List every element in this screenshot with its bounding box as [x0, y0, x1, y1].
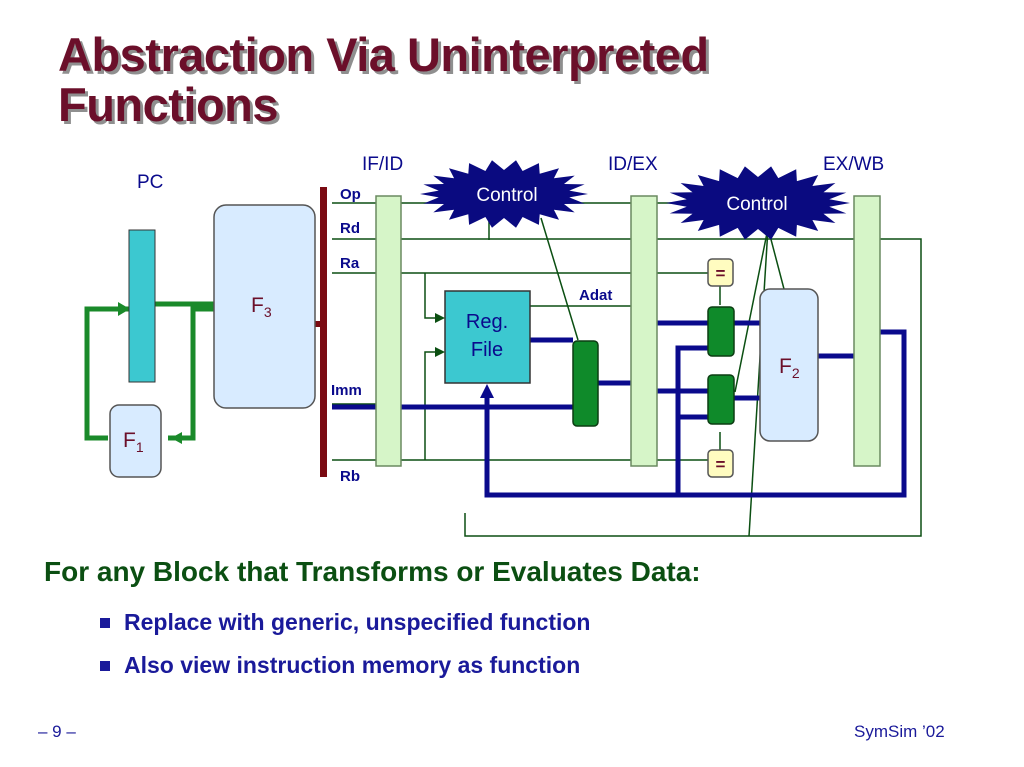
f2-label: F2: [779, 355, 800, 381]
control-label-1: Control: [476, 185, 537, 206]
regfile-ra-arrowhead: [435, 313, 445, 323]
eq-comparator-bottom: [707, 449, 734, 478]
f3-to-f1: [168, 306, 215, 441]
bullet-text: Also view instruction memory as function: [124, 652, 581, 678]
f3-label-base: F: [251, 294, 264, 317]
section-subheading: For any Block that Transforms or Evaluat…: [44, 556, 701, 587]
page-number: – 9 –: [38, 722, 76, 741]
instruction-bus: [320, 187, 327, 477]
eq-label-bottom: =: [716, 455, 726, 474]
mux-forward-a: [707, 306, 735, 357]
pc-register: [128, 229, 156, 383]
adat-label: Adat: [579, 287, 612, 304]
control2-wire-b: [734, 227, 769, 393]
f1-label: F1: [123, 429, 144, 455]
register-file: [444, 290, 531, 384]
stage-label-exwb: EX/WB: [823, 154, 884, 175]
rd-wire: [332, 238, 922, 537]
f2-label-base: F: [779, 355, 792, 378]
square-bullet-icon: [100, 617, 110, 628]
mux-regfile: [572, 340, 599, 427]
stage-label-ifid: IF/ID: [362, 154, 403, 175]
regfile-rb-arrowhead: [435, 347, 445, 357]
eq-label-top: =: [716, 264, 726, 283]
pc-to-f1: [84, 306, 129, 441]
bullet-item: Replace with generic, unspecified functi…: [100, 601, 590, 644]
exwb-register: [853, 195, 881, 467]
writeback-bus: [484, 329, 907, 498]
ra-to-regfile: [424, 273, 440, 319]
pc-input-arrowhead: [118, 302, 130, 316]
bullet-item: Also view instruction memory as function: [100, 644, 590, 687]
data-buses: [332, 320, 907, 498]
control-label-2: Control: [726, 194, 787, 215]
regfile-label-line2: File: [471, 339, 503, 361]
field-label-rd: Rd: [340, 220, 360, 237]
f1-label-sub: 1: [136, 439, 144, 455]
writeback-arrowhead: [480, 384, 494, 398]
field-label-ra: Ra: [340, 255, 360, 272]
title-line-2: Functions: [58, 78, 279, 131]
f2-label-sub: 2: [792, 365, 800, 381]
square-bullet-icon: [100, 660, 110, 671]
field-label-rb: Rb: [340, 468, 360, 485]
ifid-register: [375, 195, 402, 467]
pc-label: PC: [137, 172, 163, 193]
footer-credit: SymSim ’02: [854, 722, 945, 741]
bullet-list: Replace with generic, unspecified functi…: [100, 601, 590, 687]
stage-label-idex: ID/EX: [608, 154, 658, 175]
control2-wire-a: [748, 227, 769, 537]
field-label-imm: Imm: [331, 382, 362, 399]
f1-box: [109, 404, 162, 478]
pc-loop-arrowhead: [171, 432, 182, 444]
control-starburst-1: [420, 160, 588, 228]
mux-forward-b: [707, 374, 735, 425]
control1-wire-a: [540, 217, 579, 341]
eq-comparator-top: [707, 258, 734, 287]
title-line-1: Abstraction Via Uninterpreted: [58, 28, 709, 81]
field-label-op: Op: [340, 186, 361, 203]
forward-a: [675, 345, 708, 495]
idex-register: [630, 195, 658, 467]
regfile-label-line1: Reg.: [466, 311, 508, 333]
f2-box: [759, 288, 819, 442]
control-wires: [332, 202, 922, 537]
f3-label-sub: 3: [264, 304, 272, 320]
f3-box: [213, 204, 316, 409]
f1-label-base: F: [123, 429, 136, 452]
page-title: Abstraction Via Uninterpreted Functions: [58, 30, 709, 130]
f3-label: F3: [251, 294, 272, 320]
bullet-text: Replace with generic, unspecified functi…: [124, 609, 591, 635]
control-starburst-2: [666, 166, 850, 240]
